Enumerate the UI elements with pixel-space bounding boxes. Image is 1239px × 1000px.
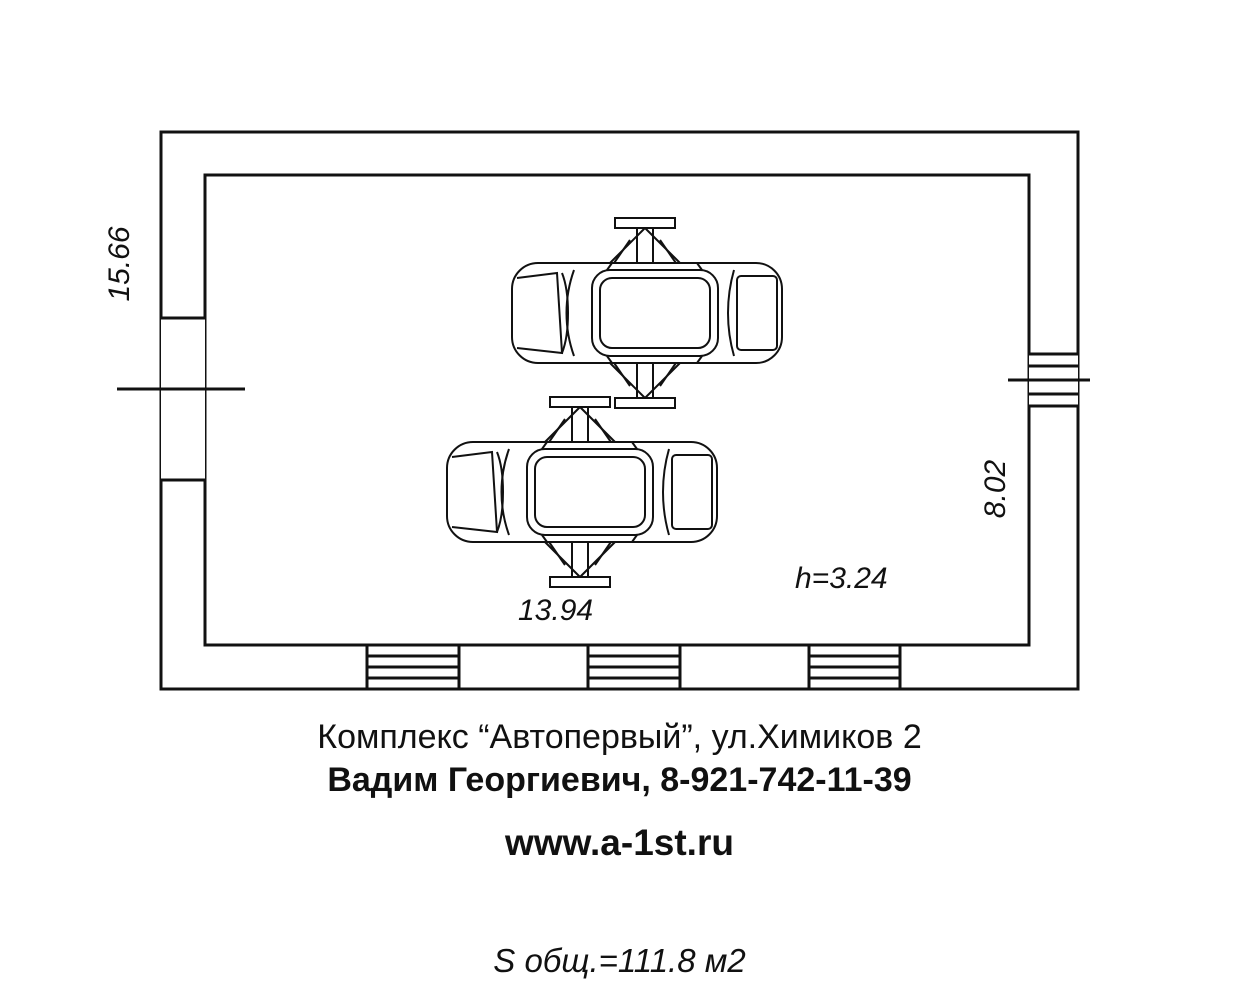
dimension-inner-depth: 8.02 — [979, 459, 1012, 519]
car-lift-1 — [511, 217, 783, 409]
dimension-inner-width: 13.94 — [518, 594, 594, 627]
caption-website[interactable]: www.a-1st.ru — [505, 822, 734, 863]
dimension-wall-length: 15.66 — [103, 226, 136, 302]
car-lift-2 — [446, 396, 718, 588]
dimension-height: h=3.24 — [795, 562, 888, 595]
caption-contact: Вадим Георгиевич, 8-921-742-11-39 — [327, 761, 912, 799]
caption-total-area: S общ.=111.8 м2 — [493, 942, 746, 979]
door-3 — [807, 643, 902, 691]
right-wall-window — [1008, 352, 1090, 408]
floor-plan — [117, 130, 1090, 691]
door-2 — [586, 643, 682, 691]
door-1 — [365, 643, 461, 691]
caption-address: Комплекс “Автопервый”, ул.Химиков 2 — [317, 718, 922, 756]
left-wall-opening — [117, 316, 245, 482]
inner-wall — [203, 173, 1031, 647]
outer-wall — [159, 130, 1080, 691]
